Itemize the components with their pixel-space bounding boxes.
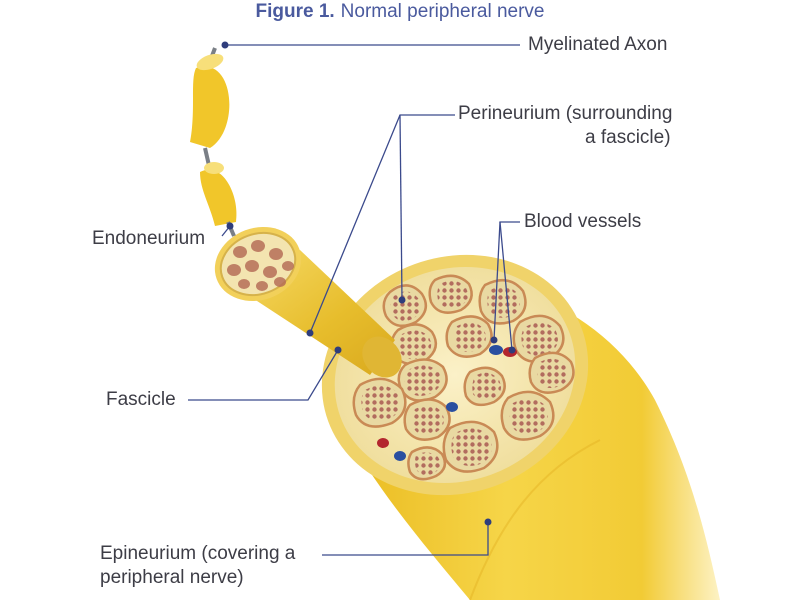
artery [377,438,389,448]
fascicle [403,398,451,441]
vein [394,451,406,461]
myelinated-axon [190,47,237,237]
fascicle [528,351,575,394]
fascicle [397,358,448,402]
blood-vessels-leader-2 [499,221,513,351]
figure-caption: Normal peripheral nerve [340,1,545,22]
fascicle [500,390,555,441]
label-blood-vessels: Blood vessels [524,211,642,232]
fascicle [428,274,473,314]
vein [446,402,458,412]
label-endoneurium: Endoneurium [92,228,206,249]
perineurium-leader-2 [399,114,403,301]
fascicle [463,366,506,407]
label-epineurium-line1: Epineurium (covering a [100,543,296,564]
label-myelinated-axon: Myelinated Axon [528,34,668,55]
leader-lines [188,44,520,556]
fascicle [382,284,428,328]
fascicle [352,377,407,428]
fascicle-tube [214,226,402,378]
vein [489,345,503,355]
fascicle-leader [188,349,339,401]
fascicle [407,446,447,481]
label-perineurium-line1: Perineurium (surrounding [458,103,673,124]
fascicle [442,420,499,473]
fascicle [478,278,527,325]
label-epineurium-line2: peripheral nerve) [100,567,244,588]
leader-dots [221,41,516,526]
label-fascicle: Fascicle [106,389,176,410]
fascicle [445,315,493,358]
label-perineurium-line2: a fascicle) [585,127,671,148]
epineurium-leader [322,522,489,556]
figure-title: Figure 1.Normal peripheral nerve [0,0,800,24]
figure-number: Figure 1. [255,1,335,22]
fascicles-in-section [352,274,575,481]
